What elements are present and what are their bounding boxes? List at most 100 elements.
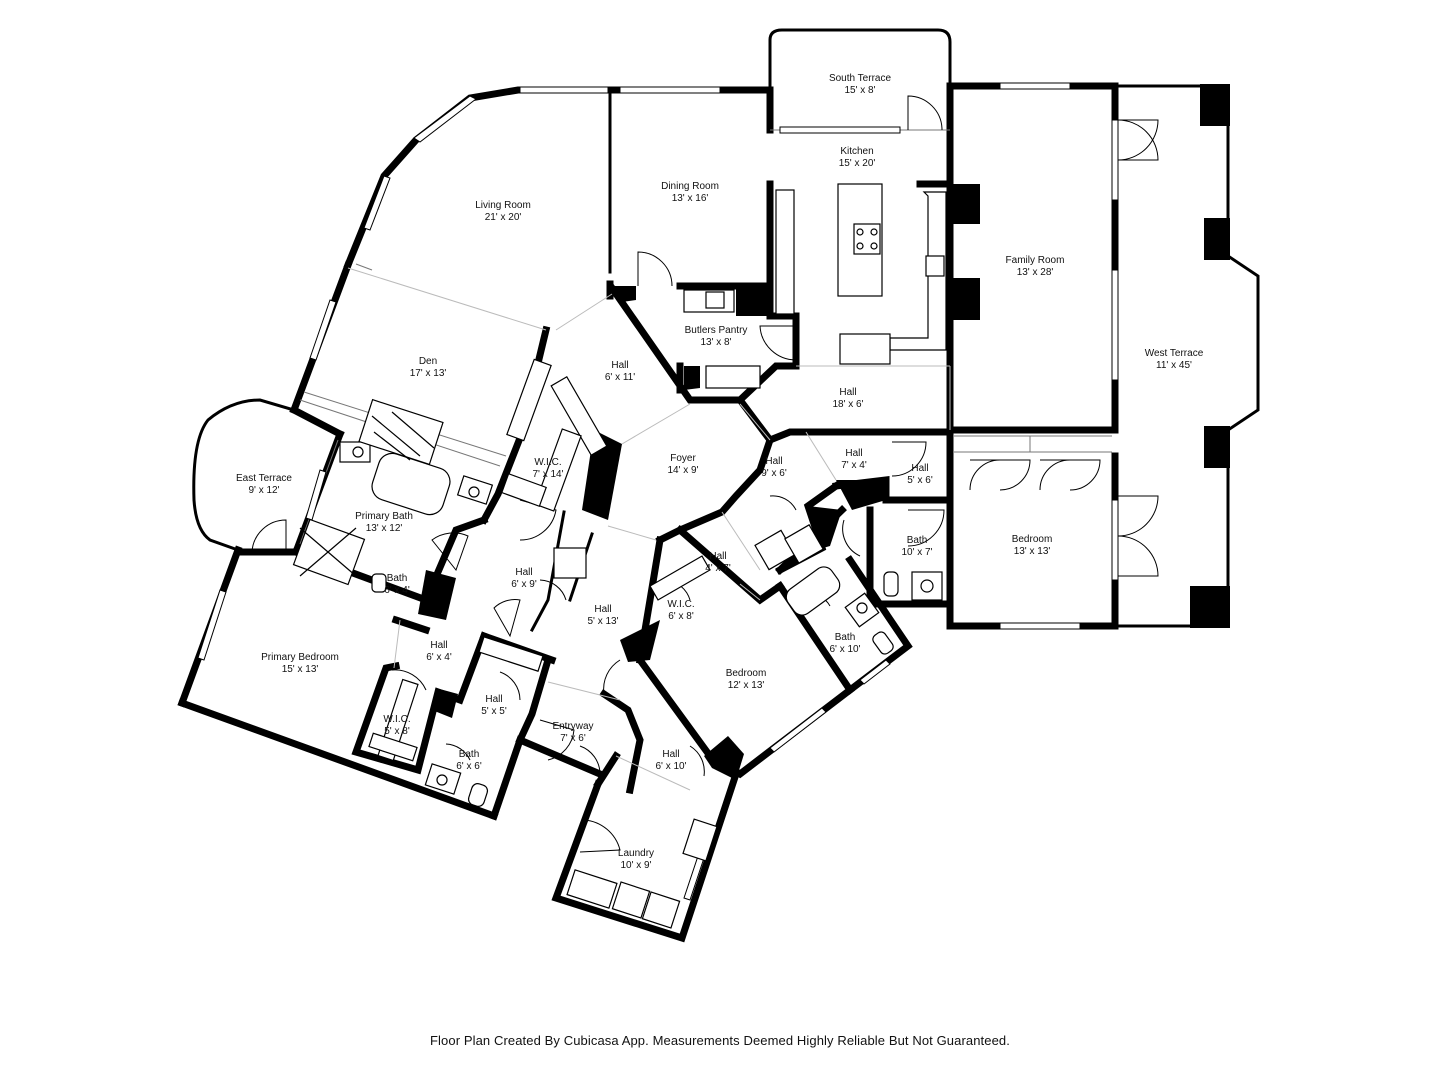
svg-text:West Terrace: West Terrace <box>1145 348 1204 359</box>
svg-text:12' x 13': 12' x 13' <box>728 680 765 691</box>
svg-text:13' x 13': 13' x 13' <box>1014 546 1051 557</box>
svg-text:Bath: Bath <box>907 535 928 546</box>
svg-text:5' x 13': 5' x 13' <box>587 616 618 627</box>
svg-text:Butlers Pantry: Butlers Pantry <box>685 325 748 336</box>
svg-text:Hall: Hall <box>611 360 628 371</box>
svg-text:South Terrace: South Terrace <box>829 73 892 84</box>
svg-text:Primary Bedroom: Primary Bedroom <box>261 652 339 663</box>
svg-text:W.I.C.: W.I.C. <box>667 599 694 610</box>
svg-text:15' x 13': 15' x 13' <box>282 664 319 675</box>
svg-text:5' x 6': 5' x 6' <box>907 475 933 486</box>
svg-text:10' x 7': 10' x 7' <box>901 547 932 558</box>
svg-text:6' x 4': 6' x 4' <box>426 652 452 663</box>
svg-text:6' x 4': 6' x 4' <box>384 585 410 596</box>
svg-text:6' x 11': 6' x 11' <box>605 372 635 383</box>
svg-text:18' x 6': 18' x 6' <box>832 399 863 410</box>
windows <box>197 82 1119 901</box>
svg-text:6' x 10': 6' x 10' <box>829 644 860 655</box>
svg-text:13' x 8': 13' x 8' <box>700 337 731 348</box>
svg-text:6' x 6': 6' x 6' <box>456 761 482 772</box>
svg-text:Primary Bath: Primary Bath <box>355 511 413 522</box>
svg-text:4' x 7': 4' x 7' <box>705 563 731 574</box>
svg-text:13' x 16': 13' x 16' <box>672 193 709 204</box>
svg-text:15' x 8': 15' x 8' <box>844 85 875 96</box>
room-label-wic-6x8: W.I.C.6' x 8' <box>667 599 694 622</box>
svg-text:11' x 45': 11' x 45' <box>1156 360 1192 371</box>
svg-text:Hall: Hall <box>765 456 782 467</box>
svg-text:Hall: Hall <box>662 749 679 760</box>
svg-text:Hall: Hall <box>430 640 447 651</box>
svg-text:17' x 13': 17' x 13' <box>410 368 447 379</box>
room-label-wic-7x14: W.I.C.7' x 14' <box>532 457 563 480</box>
svg-text:East Terrace: East Terrace <box>236 473 292 484</box>
svg-text:Dining Room: Dining Room <box>661 181 719 192</box>
fixtures <box>292 183 947 929</box>
svg-text:14' x 9': 14' x 9' <box>667 465 698 476</box>
svg-text:5' x 8': 5' x 8' <box>384 726 410 737</box>
svg-text:Family Room: Family Room <box>1006 255 1065 266</box>
svg-text:Hall: Hall <box>911 463 928 474</box>
svg-text:Bedroom: Bedroom <box>1012 534 1053 545</box>
svg-text:Bath: Bath <box>387 573 408 584</box>
svg-text:Bath: Bath <box>835 632 856 643</box>
svg-text:Den: Den <box>419 356 437 367</box>
svg-text:Kitchen: Kitchen <box>840 146 873 157</box>
svg-text:6' x 9': 6' x 9' <box>511 579 537 590</box>
svg-text:Bedroom: Bedroom <box>726 668 767 679</box>
room-label-wic-5x8: W.I.C.5' x 8' <box>383 714 410 737</box>
svg-text:7' x 14': 7' x 14' <box>532 469 563 480</box>
svg-text:13' x 28': 13' x 28' <box>1017 267 1054 278</box>
doors <box>251 95 1159 853</box>
svg-text:Hall: Hall <box>515 567 532 578</box>
svg-text:Laundry: Laundry <box>618 848 654 859</box>
svg-text:13' x 12': 13' x 12' <box>366 523 403 534</box>
svg-text:6' x 10': 6' x 10' <box>655 761 686 772</box>
svg-text:9' x 12': 9' x 12' <box>248 485 279 496</box>
svg-text:10' x 9': 10' x 9' <box>620 860 651 871</box>
svg-text:Entryway: Entryway <box>552 721 593 732</box>
svg-text:5' x 5': 5' x 5' <box>481 706 507 717</box>
svg-text:7' x 4': 7' x 4' <box>841 460 867 471</box>
svg-text:Hall: Hall <box>709 551 726 562</box>
svg-text:7' x 6': 7' x 6' <box>560 733 586 744</box>
svg-text:Hall: Hall <box>594 604 611 615</box>
svg-text:W.I.C.: W.I.C. <box>534 457 561 468</box>
svg-text:Foyer: Foyer <box>670 453 696 464</box>
floor-plan-caption: Floor Plan Created By Cubicasa App. Meas… <box>430 1033 1010 1048</box>
svg-text:21' x 20': 21' x 20' <box>485 212 522 223</box>
svg-text:W.I.C.: W.I.C. <box>383 714 410 725</box>
svg-text:15' x 20': 15' x 20' <box>839 158 876 169</box>
svg-text:Hall: Hall <box>845 448 862 459</box>
svg-text:9' x 6': 9' x 6' <box>761 468 787 479</box>
